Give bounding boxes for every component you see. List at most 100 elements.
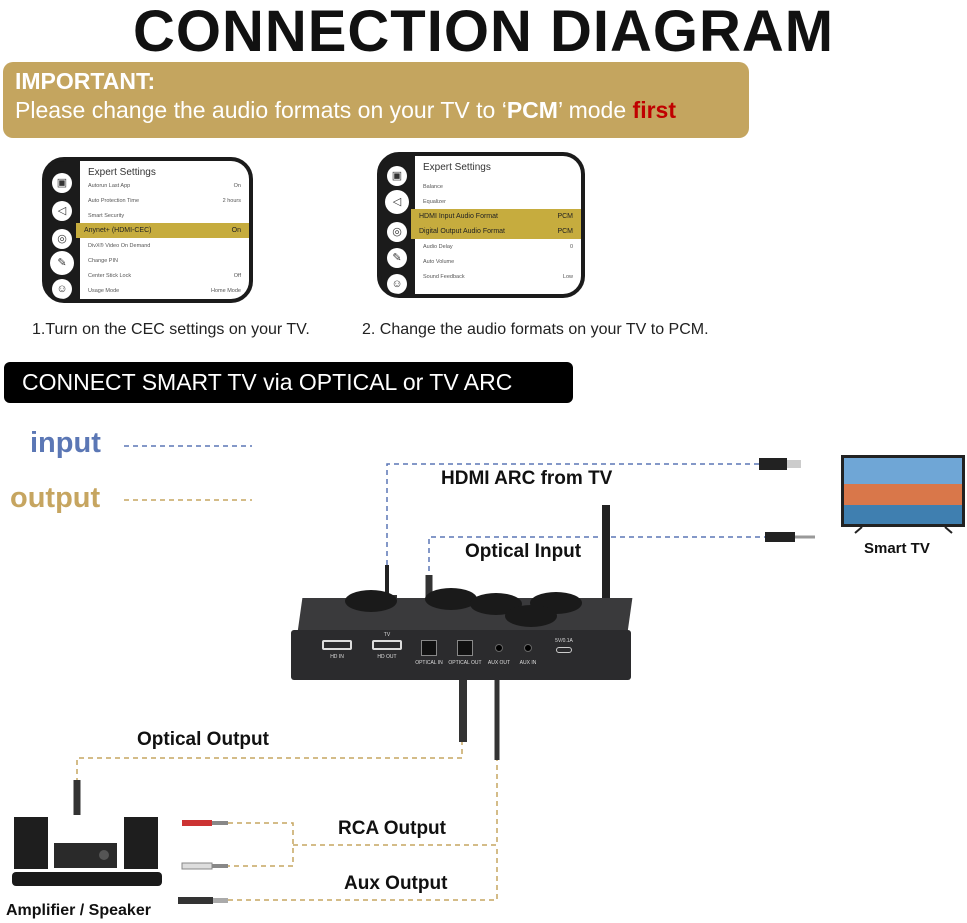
knob[interactable] <box>425 588 477 610</box>
knob[interactable] <box>345 590 397 612</box>
usb-c-port <box>556 647 572 653</box>
aux-output-label: Aux Output <box>344 873 448 894</box>
menu-item-value: On <box>231 227 241 234</box>
menu-item[interactable]: Equalizer <box>415 194 581 209</box>
menu-item-value: Off <box>233 272 241 279</box>
usb-plug-icon <box>759 458 787 470</box>
menu-item[interactable]: Audio Delay 0 <box>415 239 581 254</box>
aux-out-port <box>495 644 503 652</box>
connect-section-title: CONNECT SMART TV via OPTICAL or TV ARC <box>4 362 573 403</box>
cables <box>73 458 815 904</box>
menu-item[interactable]: Autorun Last App On <box>80 178 249 193</box>
menu-item[interactable]: DivX® Video On Demand <box>80 238 249 253</box>
aux-plug-icon <box>178 897 213 904</box>
aux-in-port <box>524 644 532 652</box>
smart-tv-label: Smart TV <box>864 540 930 557</box>
port-label: HD OUT <box>377 654 397 660</box>
colon: : <box>147 68 156 94</box>
step-1-caption: 1.Turn on the CEC settings on your TV. <box>32 321 310 338</box>
port-label: OPTICAL IN <box>415 660 443 666</box>
optical-plug-icon <box>765 532 795 542</box>
rca-output-label: RCA Output <box>338 818 446 839</box>
menu-item-label: Center Stick Lock <box>88 272 132 279</box>
knob[interactable] <box>505 605 557 627</box>
network-icon: ◎ <box>52 229 72 249</box>
menu-item[interactable]: Smart Security <box>80 208 249 223</box>
optical-out-port <box>457 640 473 656</box>
port-label: AUX OUT <box>487 660 511 666</box>
menu-item[interactable]: Balance <box>415 179 581 194</box>
menu-item[interactable]: Usage Mode Home Mode <box>80 283 249 298</box>
pcm-text: PCM <box>506 97 558 123</box>
menu-item-label: Auto Protection Time <box>88 197 140 204</box>
port-label: OPTICAL OUT <box>448 660 482 666</box>
important-text: Please change the audio formats on your … <box>15 97 507 123</box>
hdmi-out-port <box>372 640 402 650</box>
menu-item[interactable]: Center Stick Lock Off <box>80 268 249 283</box>
menu-item-value: PCM <box>557 228 573 235</box>
menu-item-label: Usage Mode <box>88 287 120 294</box>
tv-port-label: TV <box>383 632 391 638</box>
step-2-caption: 2. Change the audio formats on your TV t… <box>362 321 709 338</box>
menu-item[interactable]: Auto Volume <box>415 254 581 269</box>
rca-output-line <box>293 760 498 846</box>
menu-item-value: On <box>233 182 241 189</box>
menu-item-value: Low <box>562 273 573 280</box>
menu-item[interactable]: Sound Feedback Low <box>415 269 581 284</box>
menu-item[interactable]: Digital Output Audio Format PCM <box>411 224 581 239</box>
rca-red-plug-icon <box>182 820 212 826</box>
amplifier-speaker-label: Amplifier / Speaker <box>6 902 151 919</box>
menu-item-label: HDMI Input Audio Format <box>419 213 498 220</box>
legend-input: input <box>30 427 101 459</box>
picture-icon: ▣ <box>387 166 407 186</box>
menu-item-label: Auto Volume <box>423 258 455 265</box>
menu-item-label: Sound Feedback <box>423 273 465 280</box>
wrench-icon: ✎ <box>50 251 74 275</box>
port-label: 5V/0.1A <box>555 638 573 644</box>
optical-output-line <box>76 740 463 790</box>
menu-item[interactable]: Auto Protection Time 2 hours <box>80 193 249 208</box>
support-icon: ☺ <box>387 274 407 294</box>
menu-heading: Expert Settings <box>88 167 156 178</box>
hdmi-arc-line <box>386 463 760 565</box>
menu-heading: Expert Settings <box>423 162 491 173</box>
network-icon: ◎ <box>387 222 407 242</box>
menu-item-value: 0 <box>569 243 573 250</box>
menu-item-label: Equalizer <box>423 198 446 205</box>
menu-item-label: Digital Output Audio Format <box>419 228 505 235</box>
knobs <box>300 585 630 630</box>
wrench-icon: ✎ <box>387 248 407 268</box>
menu-item-label: Autorun Last App <box>88 182 131 189</box>
support-icon: ☺ <box>52 279 72 299</box>
menu-item-label: Change PIN <box>88 257 118 264</box>
page-title: CONNECTION DIAGRAM <box>132 0 835 64</box>
menu-item[interactable]: Change PIN <box>80 253 249 268</box>
menu-item-label: DivX® Video On Demand <box>88 242 151 249</box>
optical-in-port <box>421 640 437 656</box>
menu-item-value: PCM <box>557 213 573 220</box>
menu-item-value: Home Mode <box>211 287 241 294</box>
picture-icon: ▣ <box>52 173 72 193</box>
menu-item-label: Anynet+ (HDMI-CEC) <box>84 227 152 234</box>
port-label: AUX IN <box>519 660 537 666</box>
menu-item[interactable]: HDMI Input Audio Format PCM <box>411 209 581 224</box>
menu-item[interactable]: Anynet+ (HDMI-CEC) On <box>76 223 249 238</box>
legend-output: output <box>10 482 101 514</box>
menu-item-label: Smart Security <box>88 212 125 219</box>
menu-item-label: Audio Delay <box>423 243 453 250</box>
menu-item-label: Balance <box>423 183 443 190</box>
important-text-mid: ’ mode <box>557 97 633 123</box>
optical-input-label: Optical Input <box>465 541 582 562</box>
menu-item-value: 2 hours <box>222 197 241 204</box>
rca-white-plug-icon <box>181 862 213 870</box>
first-text: first <box>632 97 676 123</box>
important-heading: IMPORTANT <box>15 68 148 94</box>
hdmi-in-port <box>322 640 352 650</box>
optical-output-label: Optical Output <box>137 729 269 750</box>
sound-icon: ◁ <box>52 201 72 221</box>
important-banner: IMPORTANT: Please change the audio forma… <box>3 62 749 138</box>
